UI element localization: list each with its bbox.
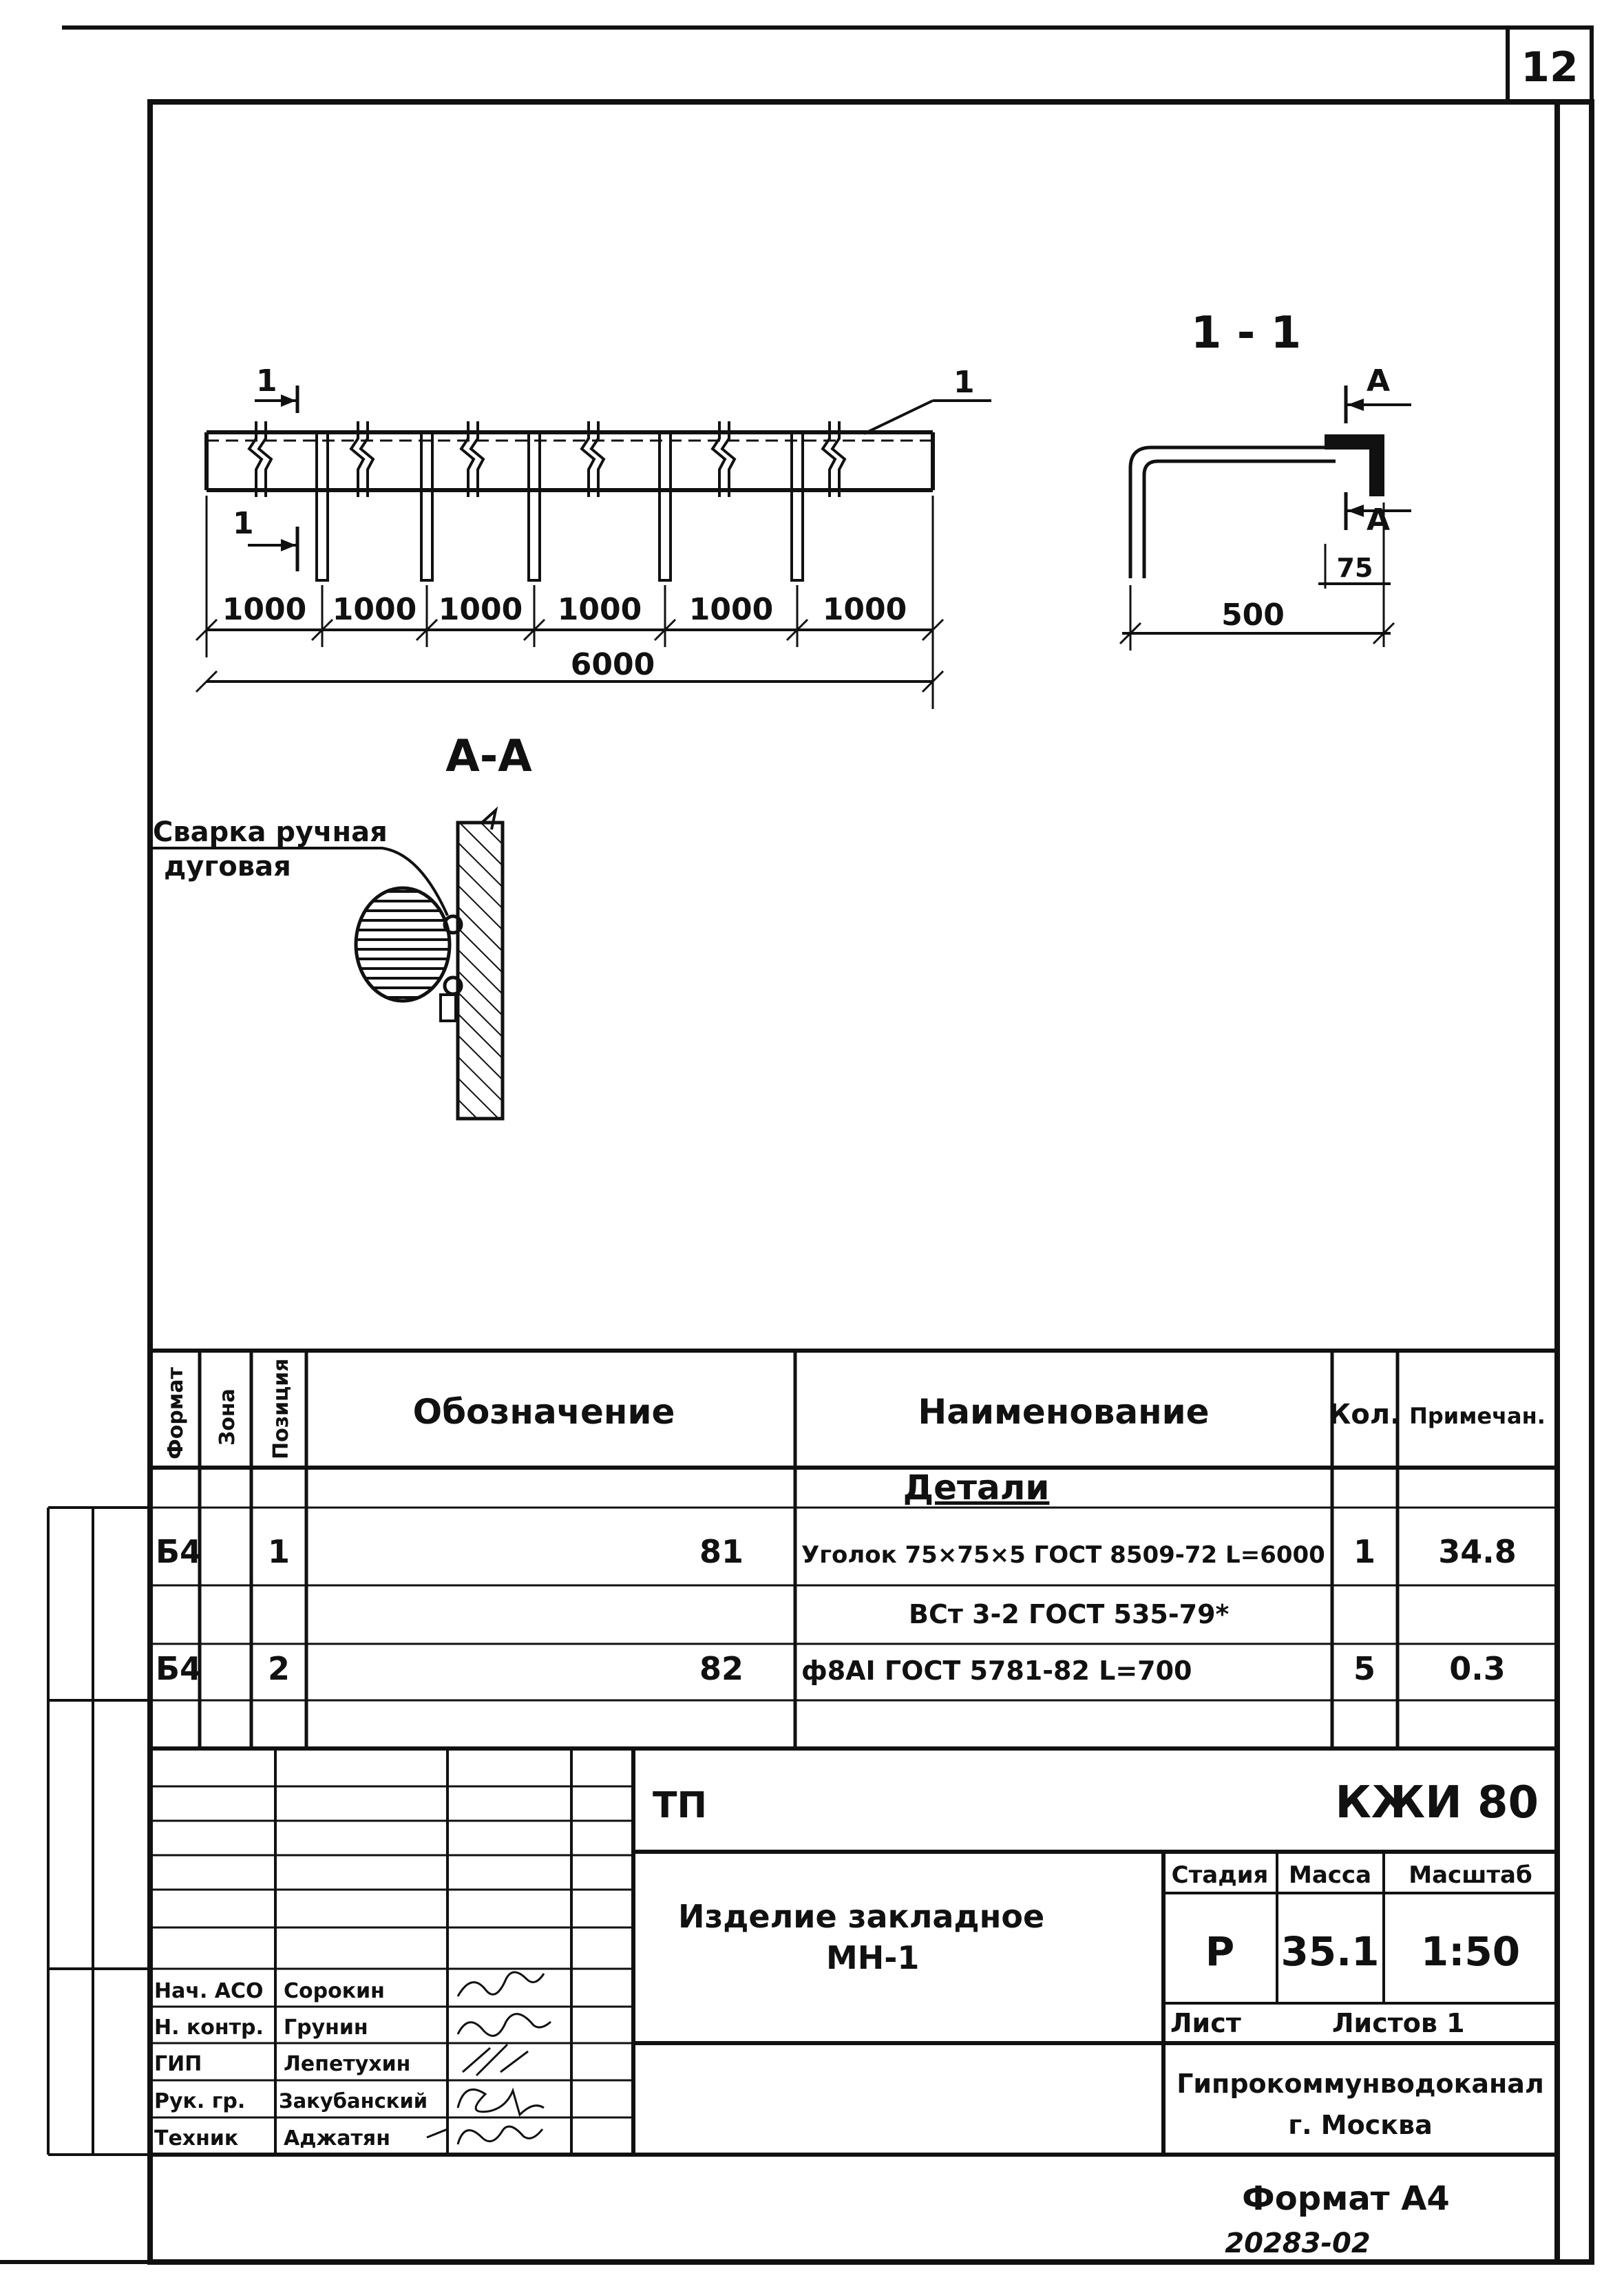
signature-role: Н. контр.	[154, 2016, 264, 2040]
total-dimension: 6000	[571, 647, 655, 682]
signature-name: Сорокин	[284, 1979, 385, 2003]
span-dimension-5: 1000	[689, 592, 773, 627]
signature-name: Лепетухин	[284, 2052, 410, 2076]
weld-note-line1: Сварка ручная	[153, 816, 388, 848]
stage-label: Стадия	[1172, 1861, 1269, 1889]
mass-label: Масса	[1289, 1861, 1371, 1889]
row3-name: ф8АI ГОСТ 5781-82 L=700	[801, 1656, 1192, 1686]
section-title-details: Детали	[903, 1468, 1050, 1508]
plan-view: 1 1 1 1000 1000 1000	[195, 363, 991, 709]
signature-name: Грунин	[284, 2016, 368, 2040]
signature-role: Рук. гр.	[154, 2089, 245, 2113]
stage-value: Р	[1205, 1928, 1235, 1975]
header-qty: Кол.	[1329, 1399, 1401, 1430]
header-name: Наименование	[918, 1392, 1209, 1432]
cut-marker-bottom: A	[1367, 503, 1390, 538]
header-note: Примечан.	[1409, 1403, 1546, 1429]
section-a-a-title: A-A	[445, 731, 532, 782]
row1-position: 1	[268, 1533, 290, 1570]
signature-rows: Нач. АСО Сорокин Н. контр. Грунин ГИП Ле…	[154, 1979, 428, 2151]
title-block: ТП КЖИ 80 Изделие закладное МН-1 Стадия …	[150, 1748, 1557, 2157]
span-dimension-4: 1000	[558, 592, 642, 627]
scale-label: Масштаб	[1409, 1861, 1532, 1889]
span-dimension-3: 1000	[439, 592, 523, 627]
section-marker-top: 1	[256, 363, 277, 399]
header-format: Формат	[164, 1366, 188, 1459]
signature-name: Аджатян	[284, 2126, 390, 2151]
span-dimension-1: 1000	[222, 592, 306, 627]
section-marker-bottom: 1	[233, 506, 254, 541]
handwritten-signatures	[426, 1971, 551, 2145]
row3-note: 0.3	[1449, 1650, 1506, 1687]
bar-section	[354, 886, 452, 1003]
dimension-chain: 1000 1000 1000 1000 1000 1000 6000	[195, 496, 945, 709]
anchor-bars	[315, 431, 804, 582]
sheet-frame	[0, 25, 1594, 2265]
cut-marker-top: A	[1367, 363, 1390, 399]
sheets-label: Листов 1	[1332, 2008, 1465, 2038]
row1-note: 34.8	[1438, 1533, 1517, 1570]
format-label: Формат А4	[1242, 2179, 1450, 2218]
section-a-a: A-A Сварка ручная дуговая	[150, 731, 532, 1121]
table-row: Б4 2 82 ф8АI ГОСТ 5781-82 L=700 5 0.3	[156, 1650, 1506, 1687]
spec-table: Формат Зона Позиция Обозначение Наименов…	[150, 1349, 1557, 1751]
item-title-line2: МН-1	[826, 1939, 919, 1976]
span-dimension-6: 1000	[823, 592, 907, 627]
row1-designation: 81	[699, 1533, 744, 1570]
row3-format: Б4	[156, 1650, 202, 1687]
signature-role: Нач. АСО	[154, 1979, 264, 2003]
doc-prefix: ТП	[653, 1785, 707, 1826]
row3-qty: 5	[1353, 1650, 1375, 1687]
doc-code: КЖИ 80	[1335, 1777, 1539, 1828]
header-zone: Зона	[215, 1388, 240, 1446]
row1-name: Уголок 75×75×5 ГОСТ 8509-72 L=6000	[801, 1541, 1325, 1569]
row3-position: 2	[268, 1650, 290, 1687]
span-dimension-2: 1000	[333, 592, 416, 627]
sheet-number: 12	[1521, 43, 1579, 92]
plate-section	[456, 821, 505, 1121]
mass-value: 35.1	[1280, 1928, 1379, 1975]
table-row: ВСт 3-2 ГОСТ 535-79*	[909, 1599, 1230, 1629]
section-1-1-dim-length: 500	[1221, 598, 1285, 633]
row1-format: Б4	[156, 1533, 202, 1570]
row2-name: ВСт 3-2 ГОСТ 535-79*	[909, 1599, 1230, 1629]
row3-designation: 82	[699, 1650, 744, 1687]
scale-value: 1:50	[1421, 1928, 1520, 1975]
header-designation: Обозначение	[413, 1392, 675, 1432]
break-marks	[247, 421, 847, 497]
signature-name: Закубанский	[279, 2089, 428, 2113]
sheet-label: Лист	[1170, 2008, 1241, 2038]
section-1-1: 1 - 1 A A 75 500	[1119, 308, 1411, 651]
document-number: 20283-02	[1225, 2228, 1370, 2259]
section-1-1-dim-small: 75	[1337, 553, 1373, 583]
signature-role: ГИП	[154, 2052, 202, 2076]
item-title-line1: Изделие закладное	[678, 1898, 1044, 1935]
organization-line2: г. Москва	[1288, 2110, 1432, 2140]
table-row: Б4 1 81 Уголок 75×75×5 ГОСТ 8509-72 L=60…	[156, 1533, 1517, 1570]
organization-line1: Гипрокоммунводоканал	[1177, 2069, 1544, 2099]
position-callout: 1	[953, 365, 975, 400]
weld-note-line2: дуговая	[164, 851, 291, 883]
row1-qty: 1	[1353, 1533, 1375, 1570]
section-1-1-title: 1 - 1	[1191, 308, 1301, 359]
header-position: Позиция	[269, 1358, 293, 1459]
signature-role: Техник	[154, 2126, 238, 2151]
